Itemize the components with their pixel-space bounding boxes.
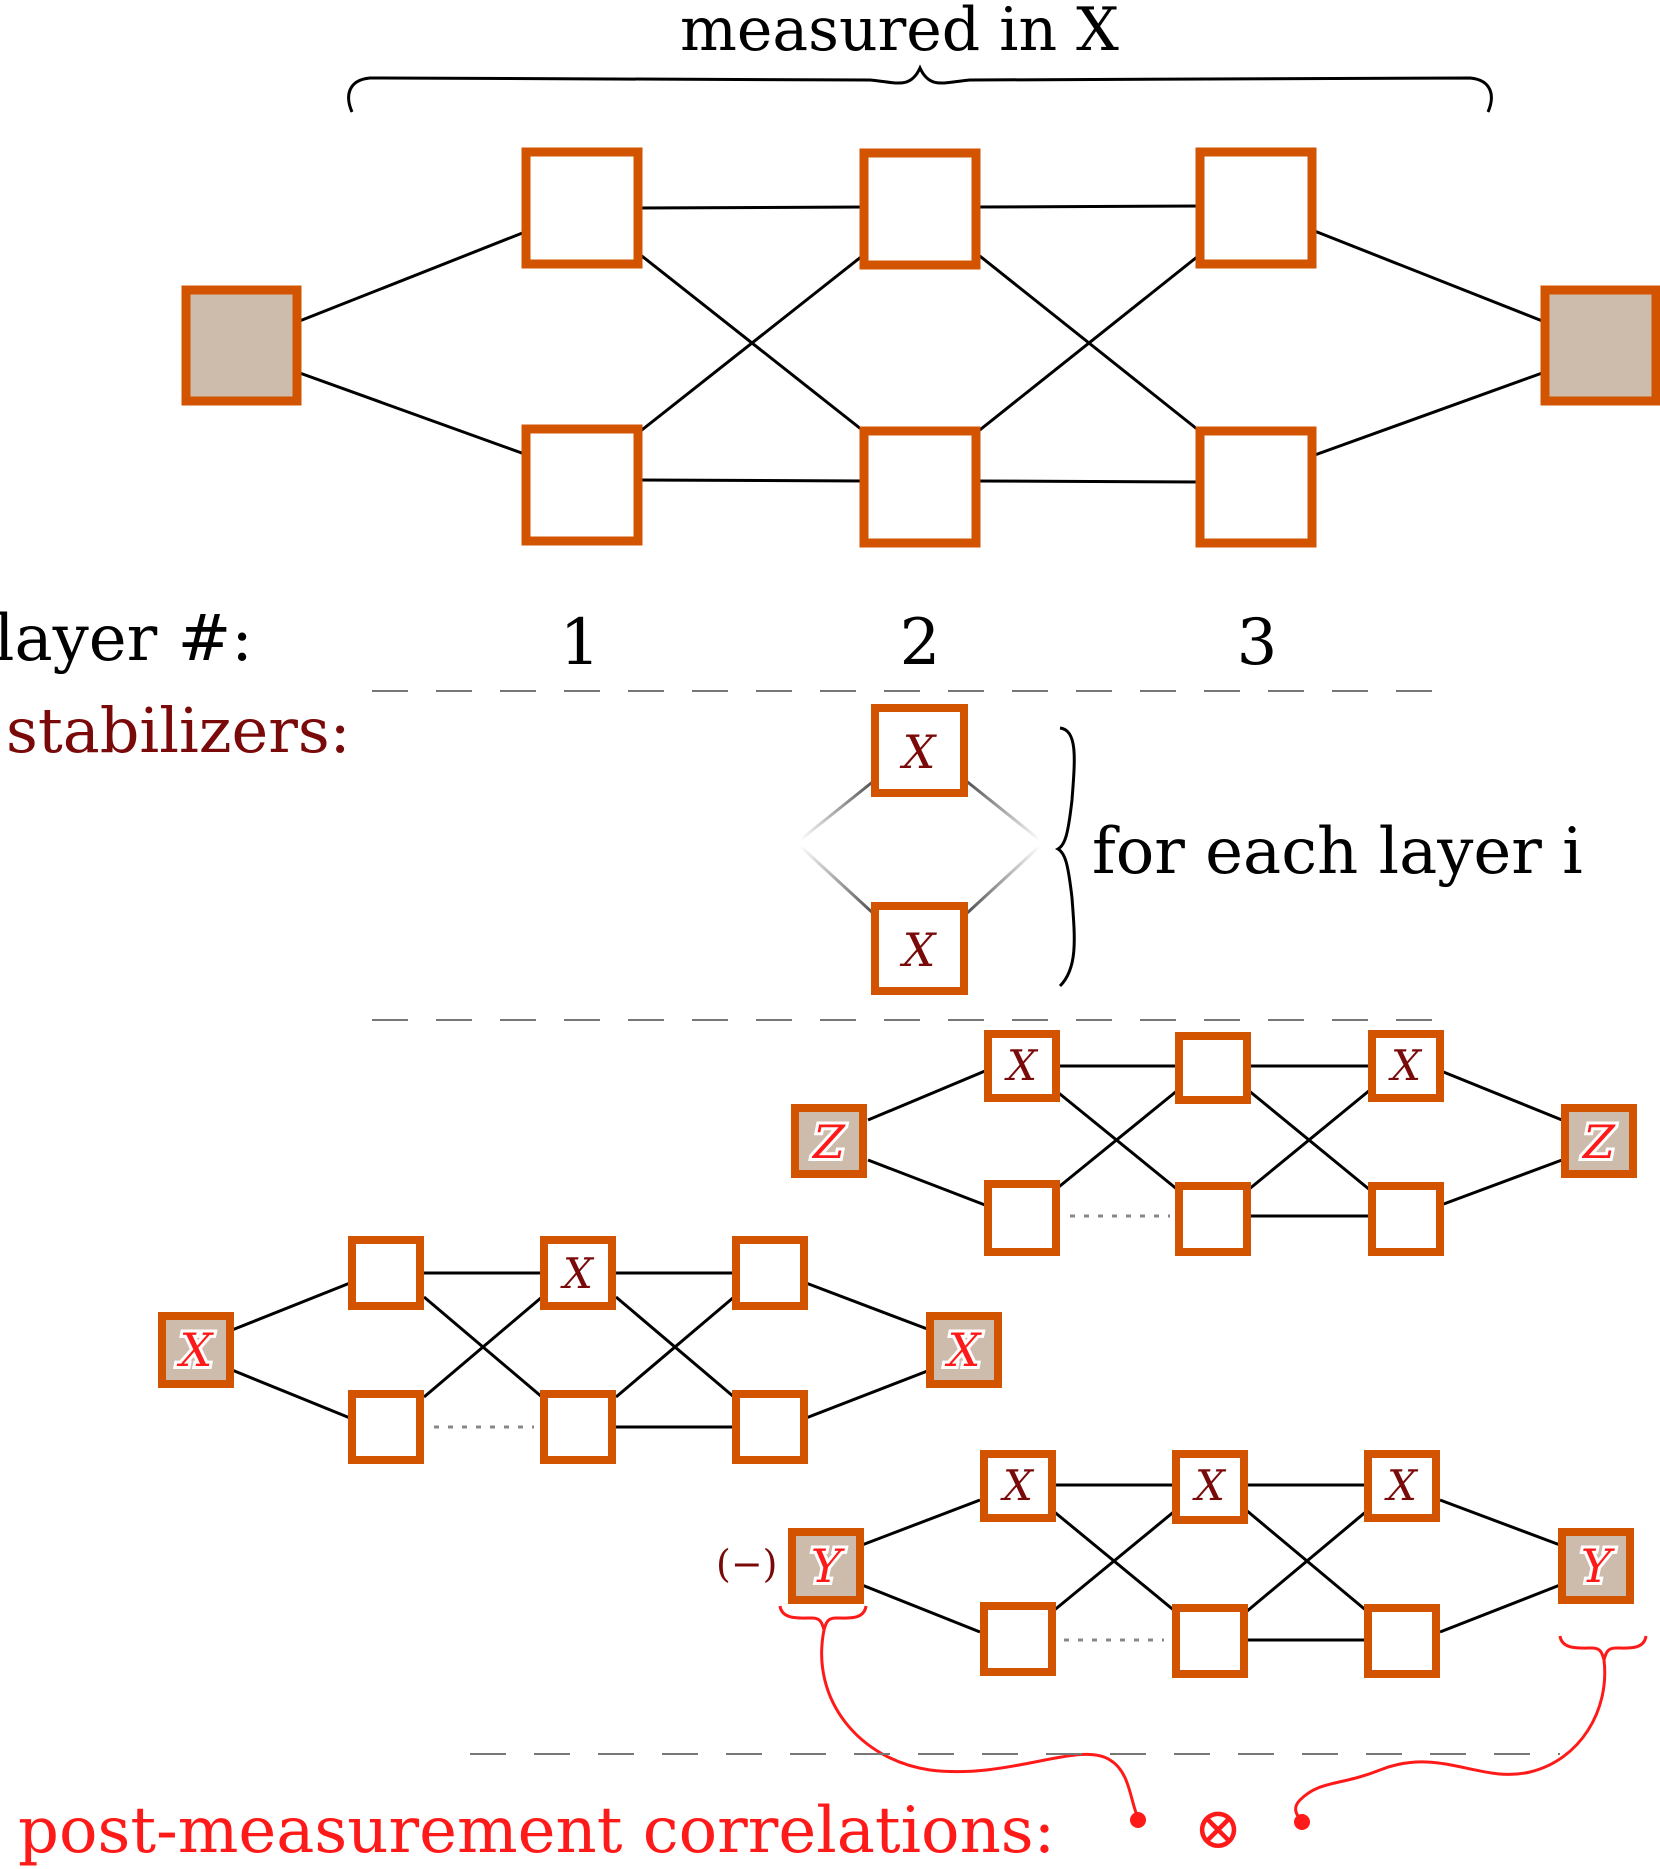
measured-brace (347, 64, 1493, 113)
stabilizer-bottom-op: X (900, 923, 938, 977)
z-chain-edges (867, 1064, 1563, 1218)
x-top3-node (732, 1236, 808, 1310)
z-top3-node (1368, 1030, 1444, 1102)
layer-number-2: 2 (900, 606, 941, 680)
z-top3-op: X (1388, 1041, 1423, 1090)
layer2-top-node (859, 148, 981, 270)
layer2-bottom-node (859, 426, 981, 548)
y-right-brace (1558, 1635, 1648, 1661)
x-left-op: X (177, 1323, 215, 1377)
x-bottom1-node (348, 1390, 424, 1464)
x-chain-example: X X X (158, 1236, 1002, 1464)
z-bottom1-node (984, 1180, 1060, 1256)
x-left-end (158, 1312, 234, 1388)
stabilizer-top-node (871, 704, 968, 797)
left-correlation-connector (820, 1629, 1140, 1819)
y-right-end (1558, 1528, 1634, 1604)
layer-number-1: 1 (560, 606, 601, 680)
y-top2-node (1172, 1450, 1248, 1524)
y-chain-example: (−) Y X X X Y (716, 1450, 1634, 1678)
x-top1-node (348, 1236, 424, 1310)
z-right-end (1561, 1104, 1637, 1178)
y-right-op: Y (1581, 1539, 1616, 1593)
stabilizer-brace (1054, 726, 1076, 988)
x-right-op: X (945, 1323, 983, 1377)
y-bottom2-node (1172, 1604, 1248, 1678)
layer1-bottom-node (521, 424, 643, 546)
z-right-op: Z (1581, 1115, 1616, 1169)
left-connector-dot (1130, 1812, 1146, 1828)
measured-caption: measured in X (680, 0, 1119, 65)
x-top2-node (540, 1236, 616, 1310)
x-right-end (926, 1312, 1002, 1388)
stabilizer-faded-edges (798, 748, 1042, 949)
stabilizer-top-op: X (900, 725, 938, 779)
y-bottom1-node (980, 1602, 1056, 1676)
z-chain-example: Z X X Z (791, 1030, 1637, 1256)
x-top2-op: X (560, 1249, 595, 1298)
layer3-top-node (1195, 147, 1317, 269)
y-left-brace (778, 1605, 868, 1631)
z-left-op: Z (811, 1115, 846, 1169)
x-bottom2-node (540, 1390, 616, 1464)
right-end-node (1540, 285, 1660, 406)
right-correlation-connector (1294, 1659, 1607, 1823)
y-bottom3-node (1364, 1604, 1440, 1678)
y-sign: (−) (716, 1542, 778, 1586)
y-chain-edges (861, 1483, 1561, 1642)
y-top3-op: X (1384, 1461, 1419, 1510)
z-top1-op: X (1004, 1041, 1039, 1090)
layer3-bottom-node (1195, 426, 1317, 548)
for-each-layer-text: for each layer i (1092, 815, 1583, 889)
z-left-end (791, 1104, 867, 1178)
y-top2-op: X (1192, 1461, 1227, 1510)
y-top3-node (1364, 1450, 1440, 1522)
z-top2-node (1175, 1032, 1251, 1104)
z-top1-node (984, 1030, 1060, 1102)
layer-label: layer #: (0, 602, 253, 676)
layer-number-3: 3 (1237, 606, 1278, 680)
z-bottom3-node (1368, 1182, 1444, 1256)
main-network (181, 147, 1660, 548)
tensor-product-symbol: ⊗ (1194, 1794, 1243, 1862)
right-connector-dot (1294, 1814, 1310, 1830)
main-edges (296, 204, 1546, 484)
layer1-top-node (521, 147, 643, 269)
z-bottom2-node (1175, 1182, 1251, 1256)
y-top1-op: X (1000, 1461, 1035, 1510)
x-bottom3-node (732, 1390, 808, 1464)
measured-in-x-label: measured in X (680, 0, 1119, 65)
post-measurement-label: post-measurement correlations: (18, 1794, 1055, 1868)
left-end-node (181, 285, 302, 406)
stabilizer-generator: X X (798, 704, 1042, 995)
y-left-op: Y (811, 1539, 846, 1593)
y-left-end (788, 1528, 864, 1604)
x-chain-edges (231, 1271, 931, 1429)
stabilizers-heading: stabilizers: (6, 694, 351, 767)
y-top1-node (980, 1450, 1056, 1522)
stabilizer-bottom-node (871, 902, 968, 995)
